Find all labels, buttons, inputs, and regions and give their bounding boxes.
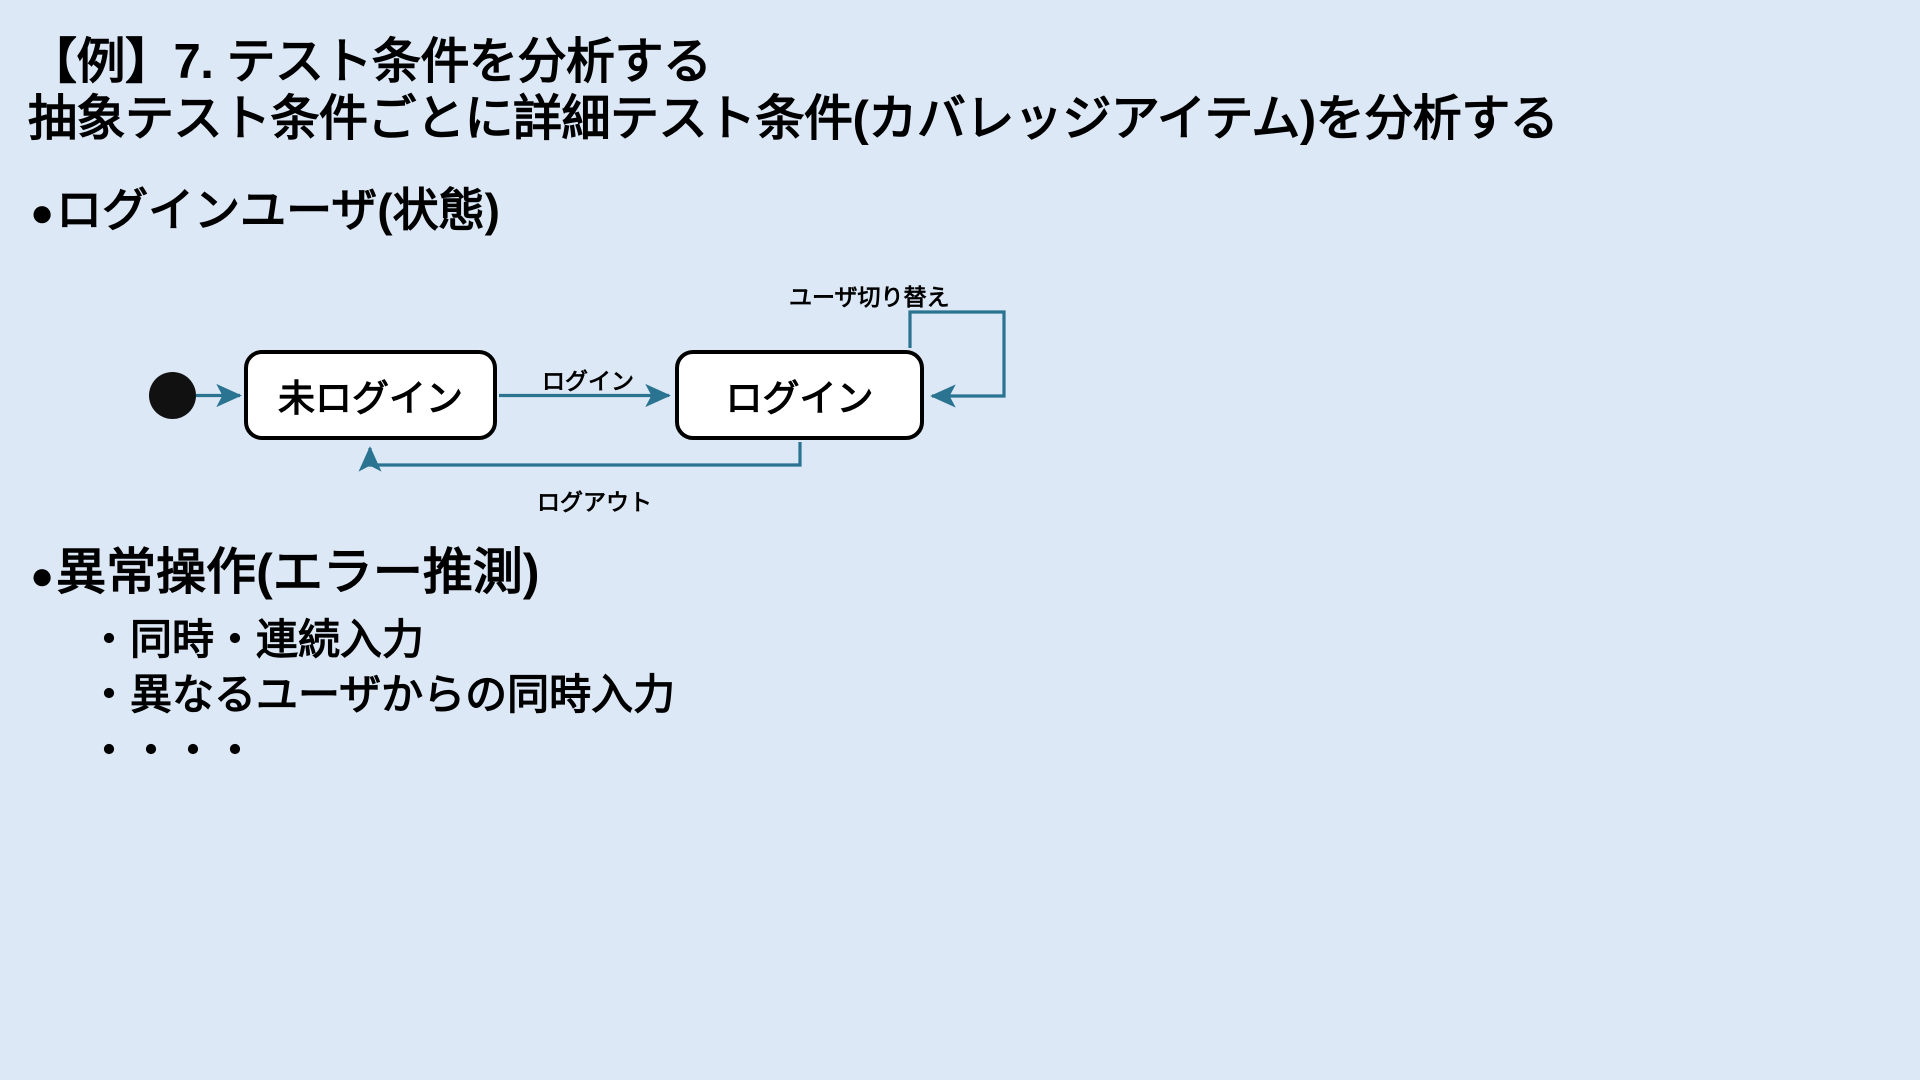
edge-label-logout: ログアウト — [537, 489, 652, 515]
edge-switch-user — [908, 310, 1006, 408]
title-line-2: 抽象テスト条件ごとに詳細テスト条件(カバレッジアイテム)を分析する — [28, 91, 1559, 146]
list-item: ・同時・連続入力 — [88, 616, 425, 663]
title-line-1: 【例】7. テスト条件を分析する — [28, 35, 712, 89]
state-node-logged-out[interactable]: 未ログイン — [244, 350, 497, 440]
list-item: ・異なるユーザからの同時入力 — [88, 671, 676, 719]
edge-label-switch-user: ユーザ切り替え — [789, 284, 950, 310]
initial-state-dot — [149, 372, 196, 419]
bullet-marker-icon: ● — [30, 191, 55, 235]
bullet-abnormal-operation: ● 異常操作(エラー推測) — [30, 545, 539, 600]
edge-label-login: ログイン — [542, 368, 634, 394]
bullet-login-user-state-label: ログインユーザ(状態) — [56, 184, 500, 236]
diagram-edges — [196, 310, 1006, 472]
bullet-marker-icon-2: ● — [30, 554, 55, 598]
bullet-login-user-state: ● ログインユーザ(状態) — [30, 185, 500, 236]
bullet-abnormal-operation-label: 異常操作(エラー推測) — [56, 544, 540, 600]
page-title: 【例】7. テスト条件を分析する 抽象テスト条件ごとに詳細テスト条件(カバレッジ… — [28, 34, 1898, 148]
state-node-logged-in[interactable]: ログイン — [675, 350, 924, 440]
list-item: ・・・・ — [88, 726, 257, 774]
state-machine-diagram — [0, 250, 1100, 530]
edge-logout — [358, 442, 802, 472]
error-guessing-list: ・同時・連続入力 ・異なるユーザからの同時入力 ・・・・ — [88, 612, 675, 778]
